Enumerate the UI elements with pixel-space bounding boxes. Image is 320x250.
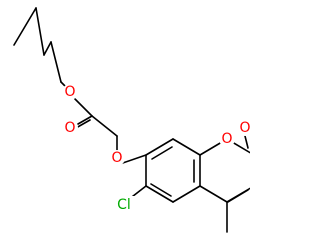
bond — [172, 185, 201, 203]
bond — [60, 81, 66, 87]
bond — [227, 189, 249, 203]
bond — [74, 98, 93, 117]
bond — [13, 7, 37, 46]
carbonyl-oxygen-atom: O — [62, 120, 78, 136]
atom-label: Cl — [117, 197, 131, 213]
bond — [199, 185, 228, 203]
ring-oxygen-atom: O — [219, 131, 235, 147]
ester-oxygen-atom: O — [62, 84, 78, 100]
bond — [75, 119, 91, 129]
bond — [151, 146, 173, 160]
bond — [145, 185, 174, 203]
bond — [43, 41, 52, 56]
butyl-chain — [13, 7, 62, 83]
chlorine-atom: Cl — [113, 196, 135, 214]
atom-label: O — [111, 150, 122, 166]
bond — [91, 115, 118, 137]
bond — [35, 7, 45, 56]
ether-oxygen-atom: O — [109, 150, 125, 166]
bond — [172, 138, 201, 156]
chemical-structure: O O O O O Cl — [13, 7, 250, 233]
bond — [77, 115, 93, 125]
atom-label: O — [221, 131, 232, 147]
bond — [150, 183, 172, 197]
bond — [50, 41, 62, 83]
bond — [145, 138, 174, 156]
lactone-oxygen-atom: O — [237, 120, 250, 136]
atom-label: O — [64, 120, 75, 136]
atom-label: O — [239, 120, 250, 136]
atom-labels: O O O O O Cl — [62, 84, 250, 214]
atom-label: O — [64, 84, 75, 100]
